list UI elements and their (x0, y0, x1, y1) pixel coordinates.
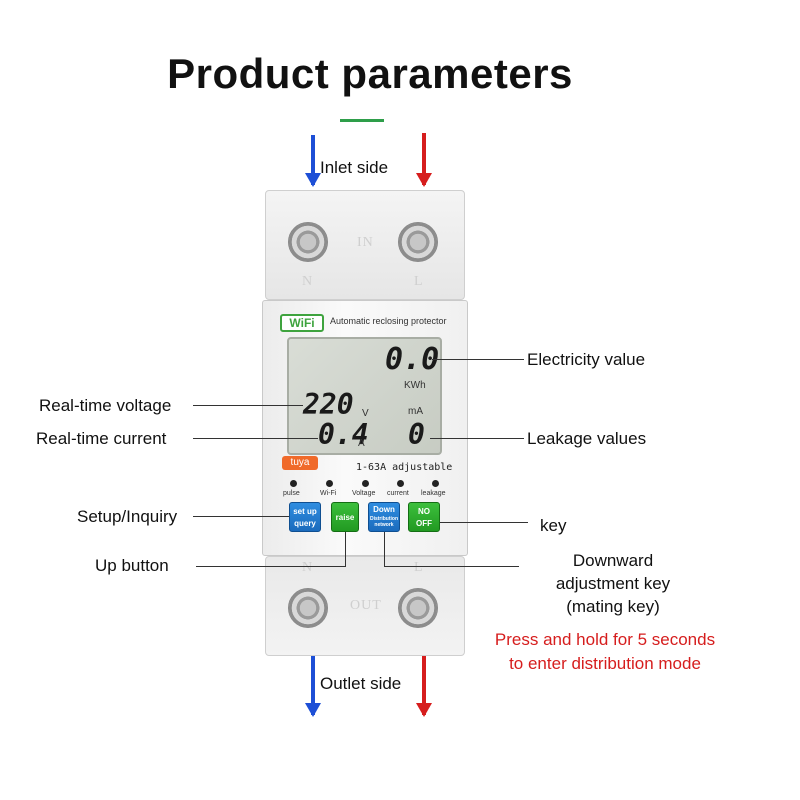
current-led (397, 480, 404, 487)
energy-reading: 0.0 (385, 342, 440, 377)
voltage-reading: 220 (303, 388, 354, 421)
off-button-label: OFF (416, 519, 432, 528)
query-button-label: query (294, 519, 316, 528)
downward-key-label-2: adjustment key (555, 574, 671, 593)
current-range-label: 1-63A adjustable (356, 462, 453, 473)
leakage-unit: mA (408, 406, 423, 417)
up-button-vleader (345, 532, 346, 567)
outlet-n-terminal-screw (288, 588, 328, 628)
down-leader (384, 566, 519, 567)
electricity-value-label: Electricity value (527, 350, 646, 369)
outlet-l-terminal-screw (398, 588, 438, 628)
leakage-reading: 0 (408, 418, 425, 451)
down-vleader (384, 532, 385, 567)
wifi-led (326, 480, 333, 487)
on-off-button[interactable]: NO OFF (408, 502, 440, 532)
inlet-l-terminal-screw (398, 222, 438, 262)
distribution-button-label: Distribution (369, 516, 399, 522)
outlet-l-arrow (416, 655, 432, 717)
leakage-led (432, 480, 439, 487)
device-name: Automatic reclosing protector (330, 316, 447, 326)
embossed-n-top: N (302, 274, 314, 289)
no-button-label: NO (418, 507, 430, 516)
raise-button[interactable]: raise (331, 502, 359, 532)
up-button-leader (196, 566, 346, 567)
down-button-label: Down (373, 505, 395, 514)
wifi-badge: WiFi (280, 314, 324, 332)
real-time-voltage-label: Real-time voltage (39, 396, 172, 415)
raise-button-label: raise (335, 513, 355, 522)
real-time-current-label: Real-time current (36, 429, 167, 448)
downward-key-label-3: (mating key) (566, 597, 660, 616)
setup-query-button[interactable]: set up query (289, 502, 321, 532)
pulse-indicator-label: pulse (283, 490, 300, 497)
current-leader (193, 438, 318, 439)
leakage-leader (430, 438, 524, 439)
current-unit: A (358, 438, 365, 449)
inlet-n-terminal-screw (288, 222, 328, 262)
voltage-led (362, 480, 369, 487)
wifi-indicator-label: Wi-Fi (320, 490, 337, 497)
tuya-logo: tuya (282, 456, 318, 470)
key-label: key (540, 516, 567, 535)
up-button-label: Up button (95, 556, 169, 575)
embossed-l-top: L (414, 274, 424, 289)
inlet-l-arrow (416, 133, 432, 187)
inlet-side-label: Inlet side (320, 158, 389, 177)
lcd-display (287, 337, 442, 455)
energy-unit: KWh (404, 380, 426, 391)
current-reading: 0.4 (318, 418, 369, 451)
inlet-n-arrow (305, 135, 321, 187)
page-title: Product parameters (167, 50, 573, 97)
leakage-indicator-label: leakage (421, 490, 446, 497)
embossed-out-label: OUT (350, 598, 382, 613)
current-indicator-label: current (387, 490, 409, 497)
embossed-n-bottom: N (302, 560, 314, 575)
pulse-led (290, 480, 297, 487)
voltage-unit: V (362, 408, 369, 419)
embossed-in-label: IN (357, 235, 374, 250)
setup-leader (193, 516, 289, 517)
setup-inquiry-label: Setup/Inquiry (77, 507, 178, 526)
voltage-indicator-label: Voltage (352, 490, 376, 497)
title-underline (340, 119, 384, 122)
outlet-side-label: Outlet side (320, 674, 402, 693)
setup-button-label: set up (293, 507, 317, 516)
downward-key-label-1: Downward (572, 551, 654, 570)
voltage-leader (193, 405, 303, 406)
distribution-mode-note-2: to enter distribution mode (509, 654, 701, 673)
leakage-values-label: Leakage values (527, 429, 647, 448)
distribution-mode-note-1: Press and hold for 5 seconds (494, 630, 716, 649)
electricity-leader (432, 359, 524, 360)
down-button[interactable]: Down Distribution network (368, 502, 400, 532)
network-button-label: network (374, 522, 394, 528)
outlet-n-arrow (305, 655, 321, 717)
embossed-l-bottom: L (414, 560, 424, 575)
key-leader (440, 522, 528, 523)
